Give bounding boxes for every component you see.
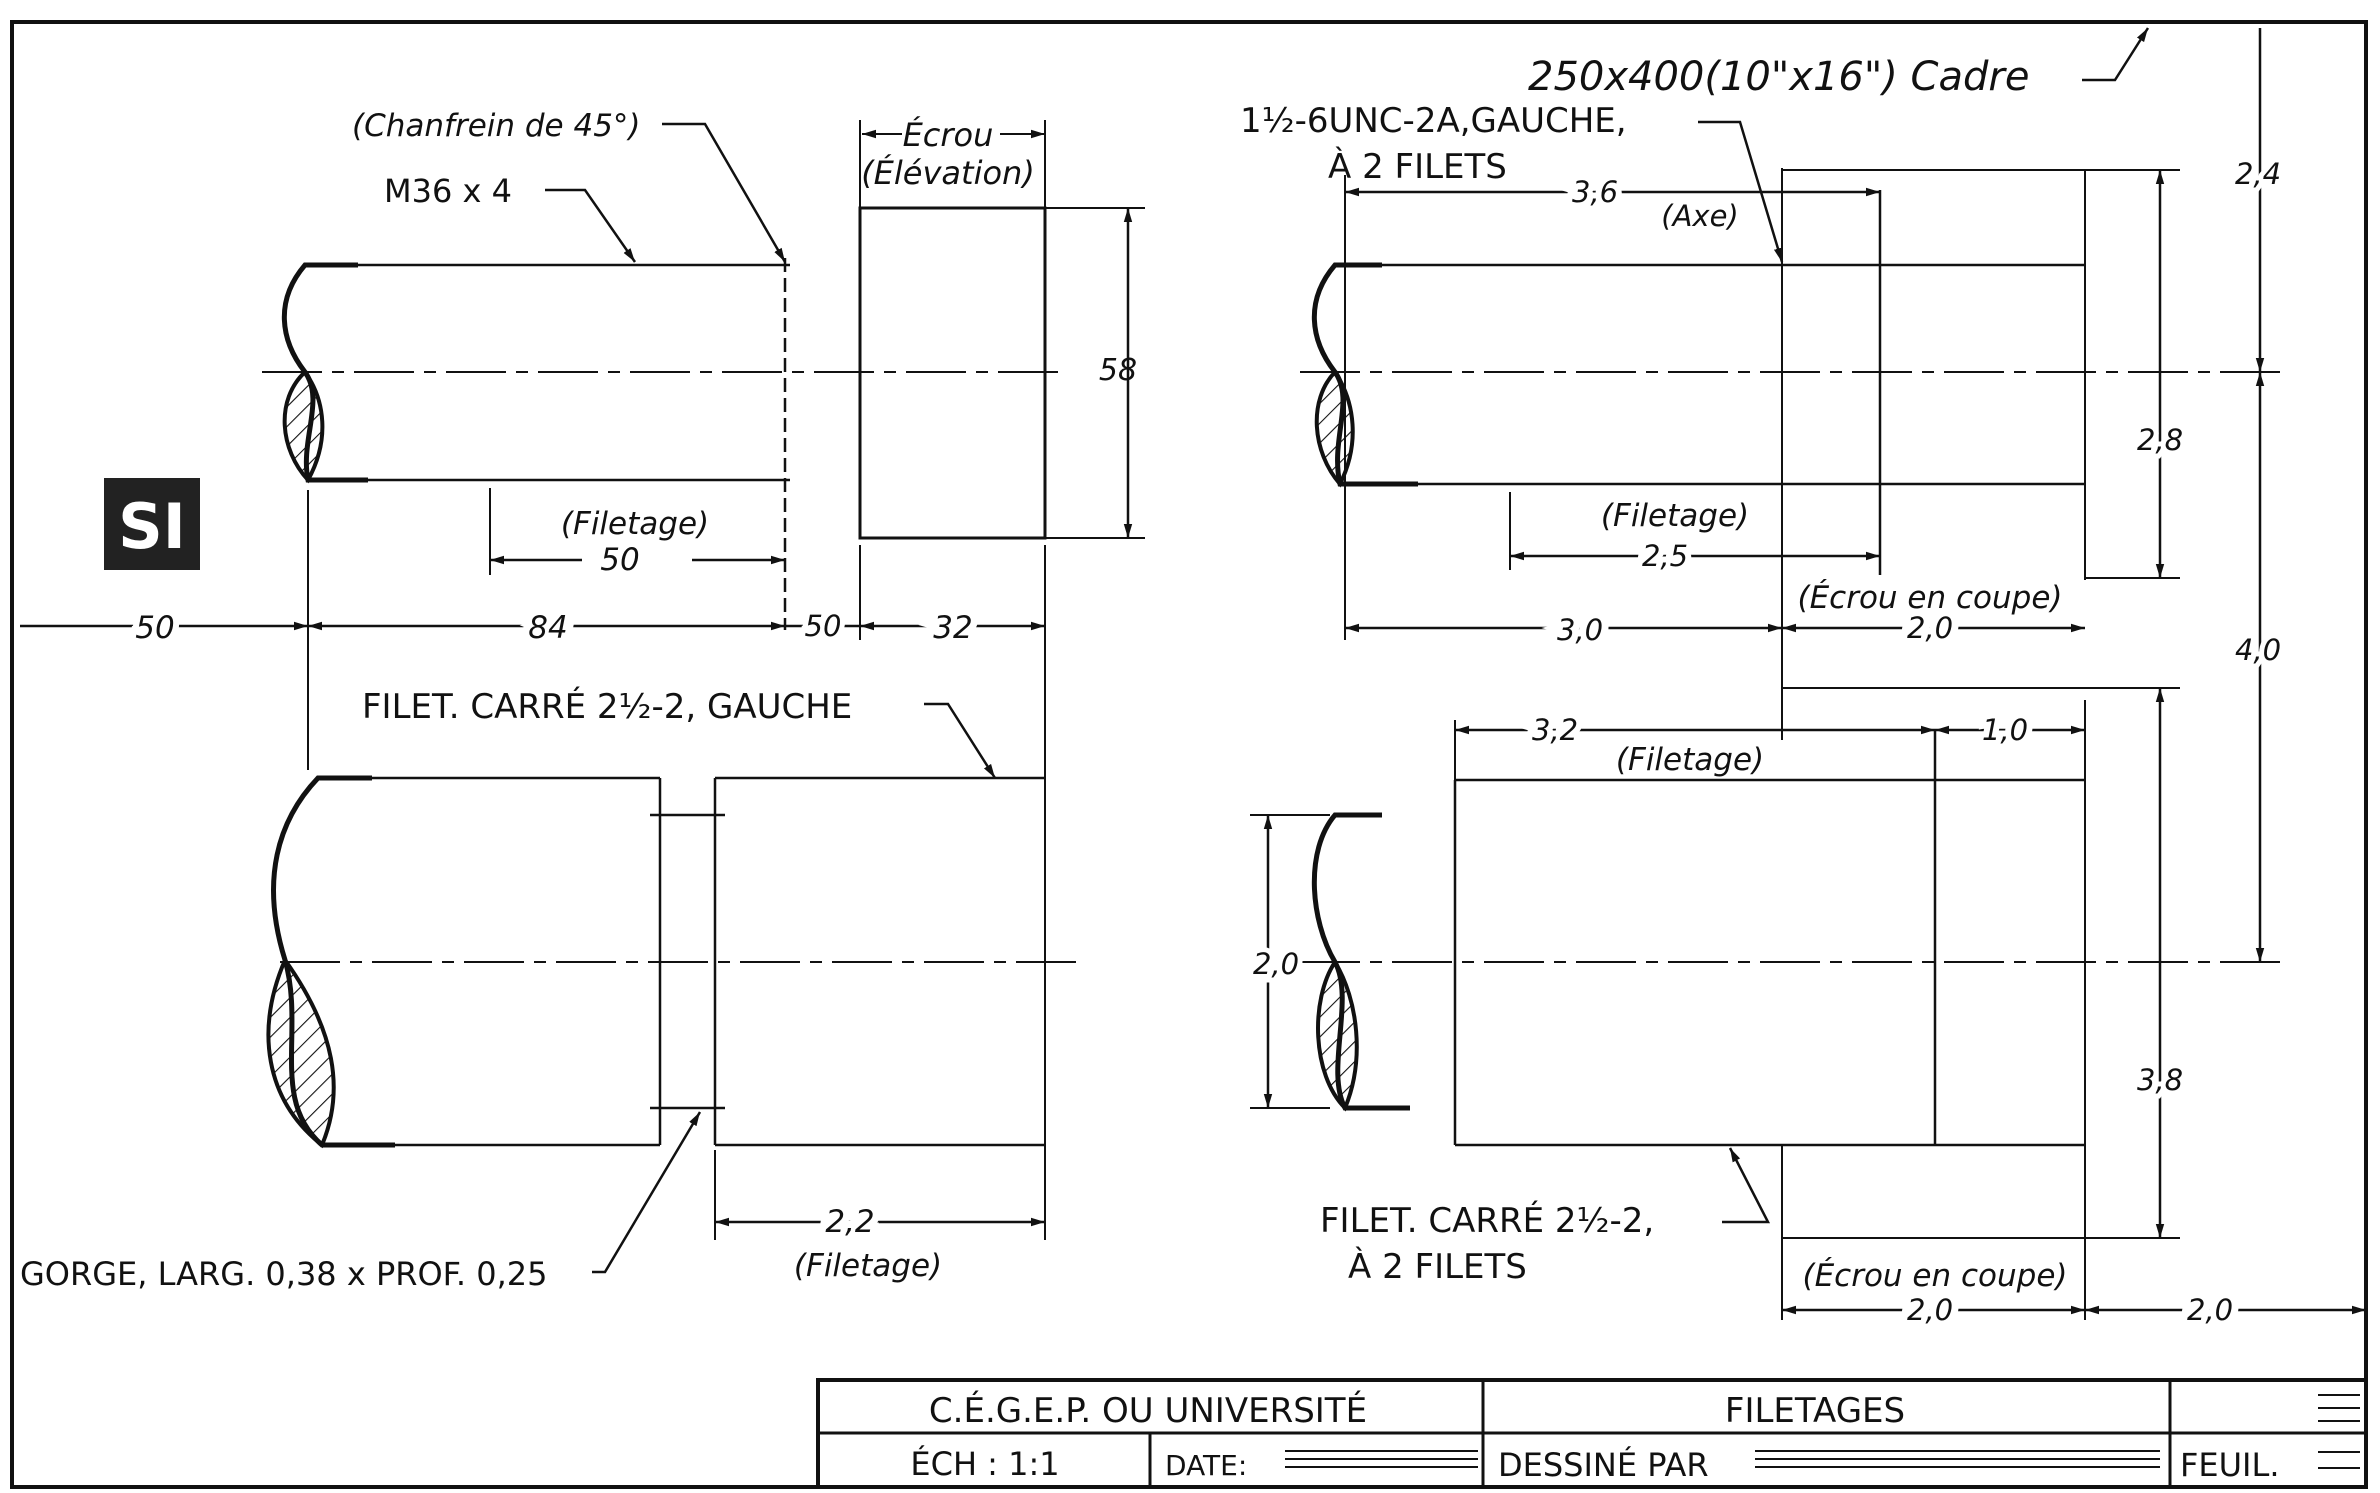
svg-text:M36 x 4: M36 x 4: [384, 172, 512, 210]
svg-text:2,5: 2,5: [1642, 539, 1688, 573]
svg-text:84: 84: [528, 610, 567, 646]
svg-text:FILET. CARRÉ 2½-2, GAUCHE: FILET. CARRÉ 2½-2, GAUCHE: [362, 686, 852, 727]
drawn-by-label: DESSINÉ PAR: [1498, 1446, 1709, 1484]
svg-text:32: 32: [933, 610, 972, 646]
left-top-view: 58 Écrou (Élévation) (Chanfrein de 45°) …: [20, 108, 1145, 1240]
right-bottom-view: 3,8 3,2 1,0 (Filetage) 2,0 FILET. CARRÉ …: [1248, 687, 2366, 1334]
svg-text:2,0: 2,0: [2187, 1293, 2233, 1327]
svg-text:(Filetage): (Filetage): [1601, 498, 1749, 534]
svg-text:(Chanfrein de 45°): (Chanfrein de 45°): [352, 108, 641, 144]
svg-text:58: 58: [1099, 353, 1137, 388]
svg-text:À 2 FILETS: À 2 FILETS: [1348, 1246, 1527, 1287]
svg-text:50: 50: [600, 542, 639, 578]
svg-text:(Écrou en coupe): (Écrou en coupe): [1802, 1258, 2067, 1294]
svg-text:50: 50: [135, 610, 174, 646]
svg-text:GORGE, LARG. 0,38 x PROF. 0,25: GORGE, LARG. 0,38 x PROF. 0,25: [20, 1255, 548, 1293]
drawing-title: FILETAGES: [1725, 1391, 1905, 1431]
svg-text:2,0: 2,0: [1907, 1293, 1953, 1327]
scale-label: ÉCH : 1:1: [910, 1445, 1059, 1483]
svg-text:2,0: 2,0: [1907, 611, 1953, 645]
svg-text:50: 50: [805, 609, 842, 643]
sheet-label: FEUIL.: [2180, 1446, 2279, 1484]
svg-text:FILET. CARRÉ 2½-2,: FILET. CARRÉ 2½-2,: [1320, 1200, 1654, 1241]
svg-text:3,0: 3,0: [1557, 613, 1603, 647]
svg-text:2,2: 2,2: [825, 1204, 874, 1240]
svg-text:À 2 FILETS: À 2 FILETS: [1328, 146, 1507, 187]
svg-text:2,4: 2,4: [2235, 157, 2281, 191]
si-badge: SI: [104, 478, 200, 570]
svg-text:3,2: 3,2: [1532, 713, 1578, 747]
svg-text:3,6: 3,6: [1572, 175, 1618, 209]
svg-text:4,0: 4,0: [2235, 633, 2281, 667]
svg-text:SI: SI: [118, 490, 186, 563]
svg-text:1,0: 1,0: [1982, 713, 2028, 747]
date-label: DATE:: [1165, 1449, 1247, 1482]
svg-text:(Filetage): (Filetage): [1616, 742, 1764, 778]
svg-text:Écrou: Écrou: [903, 116, 994, 154]
svg-text:(Élévation): (Élévation): [861, 154, 1035, 192]
svg-text:3,8: 3,8: [2137, 1063, 2183, 1097]
svg-text:1½-6UNC-2A,GAUCHE,: 1½-6UNC-2A,GAUCHE,: [1240, 101, 1627, 141]
frame-note: 250x400(10"x16") Cadre: [1528, 54, 2029, 100]
svg-text:2,8: 2,8: [2137, 423, 2183, 457]
svg-text:(Filetage): (Filetage): [794, 1248, 942, 1284]
right-top-view: 1½-6UNC-2A,GAUCHE, À 2 FILETS 3,6 (Axe) …: [1240, 28, 2290, 962]
title-block: C.É.G.E.P. OU UNIVERSITÉ FILETAGES ÉCH :…: [816, 1378, 2368, 1489]
svg-text:2,0: 2,0: [1253, 947, 1299, 981]
svg-text:(Axe): (Axe): [1661, 199, 1738, 233]
svg-text:(Écrou en coupe): (Écrou en coupe): [1797, 580, 2062, 616]
left-bottom-view: FILET. CARRÉ 2½-2, GAUCHE 2,2 (Filetage)…: [20, 686, 1080, 1293]
svg-text:(Filetage): (Filetage): [561, 506, 709, 542]
school-label: C.É.G.E.P. OU UNIVERSITÉ: [929, 1390, 1367, 1431]
